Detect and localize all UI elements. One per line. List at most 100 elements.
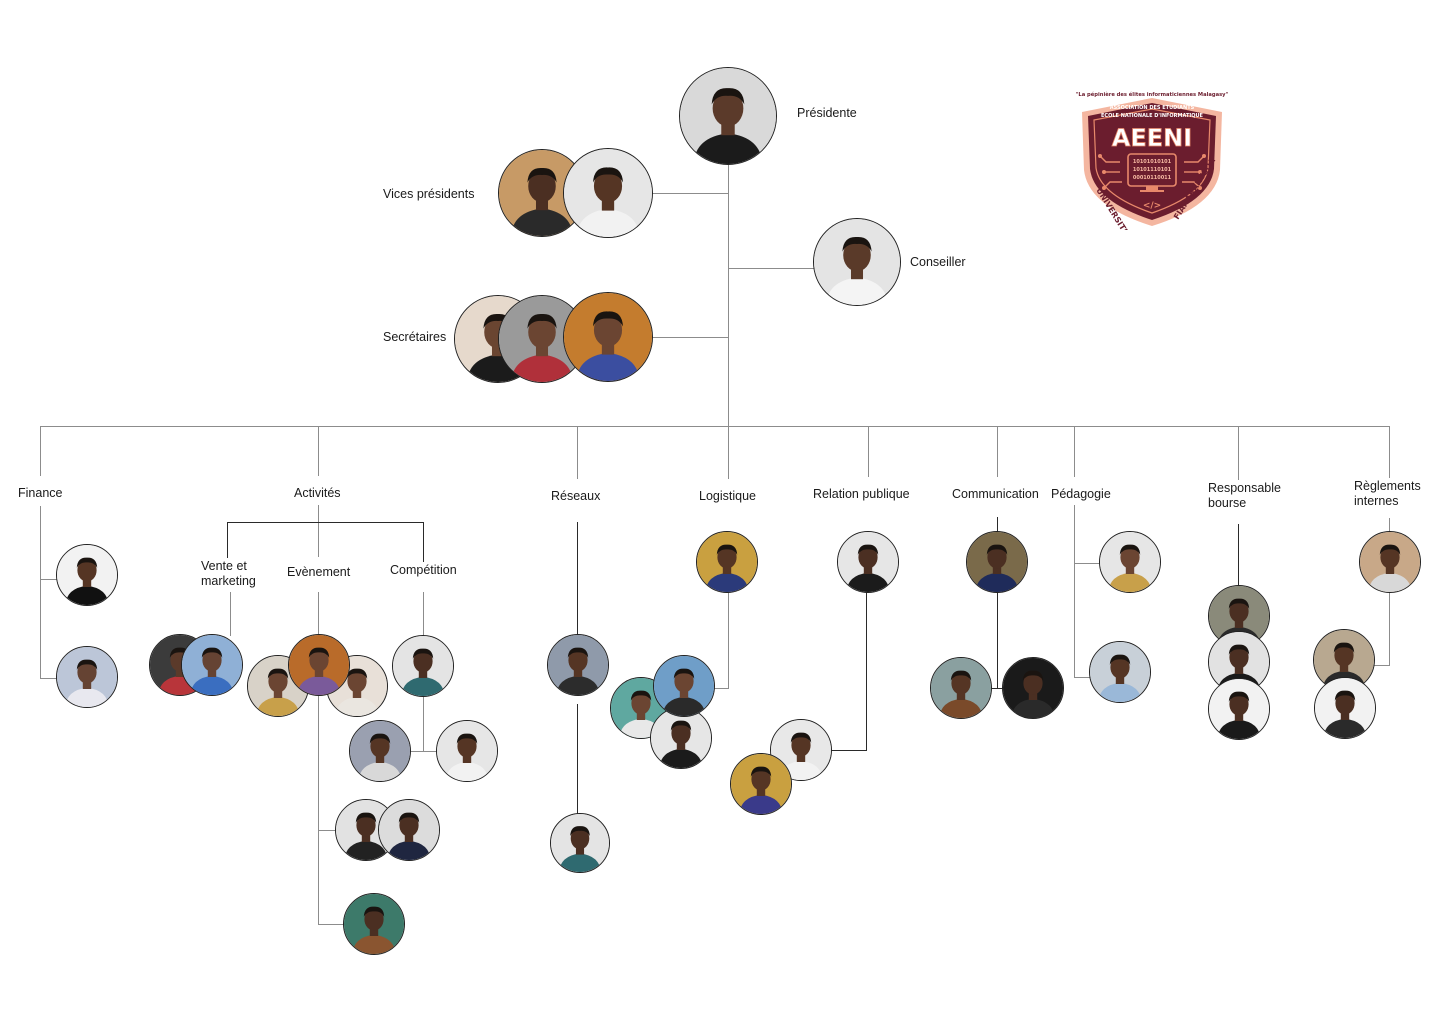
dept-reseaux-label: Réseaux: [551, 489, 601, 503]
activites-bar: [227, 522, 424, 523]
person-photo-icon: [731, 754, 791, 814]
member-photo-reseaux: [547, 634, 609, 696]
person-photo-icon: [1090, 642, 1150, 702]
role-secretaires-label: Secrétaires: [383, 330, 447, 344]
dept-reglements-internes-label: Règlements internes: [1354, 479, 1421, 508]
member-photo-bourse: [1208, 631, 1270, 693]
person-photo-icon: [1003, 658, 1063, 718]
person-photo-icon: [379, 800, 439, 860]
person-photo-icon: [548, 635, 608, 695]
member-photo-vice: [498, 149, 586, 237]
member-photo-conseiller: [813, 218, 901, 306]
person-photo-icon: [350, 721, 410, 781]
department-bar: [40, 426, 1390, 427]
member-photo-presidente: [679, 67, 777, 165]
connector-vice: [652, 193, 728, 194]
person-photo-icon: [1360, 532, 1420, 592]
drop-bourse: [1238, 426, 1239, 480]
member-photo-competition: [436, 720, 498, 782]
dept-responsable-bourse-label: Responsable bourse: [1208, 481, 1281, 510]
person-photo-icon: [651, 708, 711, 768]
member-photo-vente: [181, 634, 243, 696]
member-photo-evenement: [378, 799, 440, 861]
person-photo-icon: [1100, 532, 1160, 592]
person-photo-icon: [564, 149, 652, 237]
member-photo-evenement: [288, 634, 350, 696]
role-vices-presidents-label: Vices présidents: [383, 187, 475, 201]
person-photo-icon: [654, 656, 714, 716]
aeeni-logo: 10101010101 10101110101 00010110011 </> …: [1070, 82, 1235, 249]
member-photo-competition: [349, 720, 411, 782]
person-photo-icon: [57, 545, 117, 605]
person-photo-icon: [838, 532, 898, 592]
person-photo-icon: [680, 68, 776, 164]
dept-finance-label: Finance: [18, 486, 63, 500]
member-photo-reseaux: [550, 813, 610, 873]
member-photo-secretaire: [563, 292, 653, 382]
person-photo-icon: [289, 635, 349, 695]
member-photo-logistique: [650, 707, 712, 769]
dept-communication-label: Communication: [952, 487, 1039, 501]
person-photo-icon: [697, 532, 757, 592]
evenement-line: [318, 592, 319, 925]
aeeni-shield-icon: 10101010101 10101110101 00010110011 </> …: [1076, 91, 1229, 249]
member-photo-pedagogie: [1089, 641, 1151, 703]
member-photo-reglements: [1314, 677, 1376, 739]
member-photo-communication: [1002, 657, 1064, 719]
drop-pedagogie: [1074, 426, 1075, 477]
drop-logistique: [728, 426, 729, 479]
dept-pedagogie-label: Pédagogie: [1051, 487, 1111, 501]
logo-binary-1: 10101010101: [1133, 159, 1172, 165]
member-photo-pedagogie: [1099, 531, 1161, 593]
logo-line2: ECOLE NATIONALE D'INFORMATIQUE: [1101, 113, 1204, 119]
logo-code-symbol: </>: [1143, 201, 1161, 211]
sub-vente-marketing-label: Vente et marketing: [201, 559, 256, 588]
member-photo-competition: [392, 635, 454, 697]
member-photo-communication: [930, 657, 992, 719]
drop-reseaux: [577, 426, 578, 479]
person-photo-icon: [344, 894, 404, 954]
member-photo-vice: [563, 148, 653, 238]
person-photo-icon: [182, 635, 242, 695]
person-photo-icon: [967, 532, 1027, 592]
sub-competition-label: Compétition: [390, 563, 457, 577]
dept-activites-label: Activités: [294, 486, 341, 500]
role-conseiller-label: Conseiller: [910, 255, 966, 269]
logo-binary-2: 10101110101: [1133, 167, 1172, 173]
person-photo-icon: [931, 658, 991, 718]
logo-motto: "La pépinière des élites informaticienne…: [1076, 91, 1229, 98]
member-photo-finance: [56, 544, 118, 606]
drop-finance: [40, 426, 41, 476]
person-photo-icon: [393, 636, 453, 696]
person-photo-icon: [437, 721, 497, 781]
member-photo-bourse: [1208, 678, 1270, 740]
member-photo-finance: [56, 646, 118, 708]
drop-communication: [997, 426, 998, 477]
person-photo-icon: [814, 219, 900, 305]
member-photo-communication: [966, 531, 1028, 593]
finance-line: [40, 506, 41, 678]
person-photo-icon: [57, 647, 117, 707]
drop-reglements: [1389, 426, 1390, 478]
member-photo-reglements: [1359, 531, 1421, 593]
logo-line1: ASSOCIATION DES ETUDIANTS: [1110, 105, 1195, 111]
member-photo-evenement: [343, 893, 405, 955]
connector-conseiller: [728, 268, 816, 269]
logo-binary-3: 00010110011: [1133, 175, 1172, 181]
dept-logistique-label: Logistique: [699, 489, 756, 503]
person-photo-icon: [1315, 678, 1375, 738]
person-photo-icon: [551, 814, 609, 872]
drop-activites: [318, 426, 319, 476]
member-photo-relation: [730, 753, 792, 815]
connector-secretaires: [652, 337, 728, 338]
trunk-line: [728, 163, 729, 427]
member-photo-logistique: [696, 531, 758, 593]
logo-acronym: AEENI: [1112, 124, 1192, 152]
member-photo-logistique: [653, 655, 715, 717]
member-photo-relation: [837, 531, 899, 593]
role-presidente-label: Présidente: [797, 106, 857, 120]
drop-relation: [868, 426, 869, 477]
person-photo-icon: [1209, 679, 1269, 739]
person-photo-icon: [564, 293, 652, 381]
